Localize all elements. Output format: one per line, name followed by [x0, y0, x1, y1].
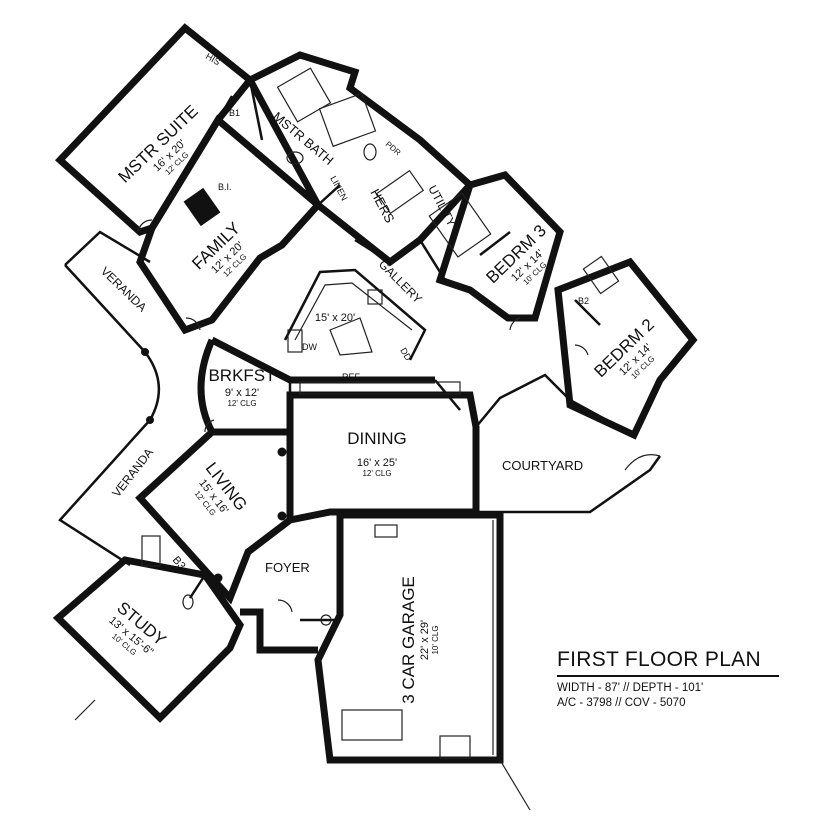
room-living: LIVING 15' x 16' 12' CLG [193, 459, 251, 518]
room-ceiling: 10' CLG [431, 625, 440, 654]
ref-label: REF [342, 372, 361, 382]
courtyard-walls [475, 373, 662, 514]
room-name: BRKFST [208, 366, 275, 385]
courtyard-label: COURTYARD [502, 458, 583, 473]
veranda-top-label: VERANDA [98, 264, 149, 314]
hers-closet-label: HERS [367, 186, 397, 225]
site-lines [74, 699, 531, 811]
pdr-label: PDR [384, 140, 403, 158]
veranda-outlines [58, 230, 161, 567]
room-size: 15' x 20' [315, 312, 355, 324]
room-ceiling: 12' CLG [362, 469, 391, 478]
linen-label: LINEN [328, 174, 349, 202]
room-garage: 3 CAR GARAGE 22' x 29' 10' CLG [399, 576, 440, 704]
bath-fixtures [141, 67, 620, 626]
room-size: 22' x 29' [419, 620, 431, 660]
columns [213, 447, 287, 583]
garage-details [341, 520, 494, 759]
room-brkfst: BRKFST 9' x 12' 12' CLG [208, 366, 275, 408]
title-underline [557, 675, 779, 677]
room-name: DINING [347, 429, 407, 448]
spec-area: A/C - 3798 // COV - 5070 [557, 697, 686, 709]
interior-partitions [188, 79, 601, 622]
kitchen-fixtures [283, 268, 461, 395]
room-study: STUDY 13' x 15'-6" 10' CLG [106, 598, 169, 658]
room-size: 9' x 12' [225, 387, 259, 399]
room-name: 3 CAR GARAGE [399, 576, 418, 704]
room-ceiling: 12' CLG [227, 399, 256, 408]
door-swings [137, 219, 589, 613]
spec-dimensions: WIDTH - 87' // DEPTH - 101' [557, 682, 704, 694]
b2-label: B2 [578, 296, 589, 306]
dd-label: DD [398, 346, 413, 363]
fireplace [183, 187, 221, 227]
room-kitchen: 15' x 20' [315, 312, 355, 324]
built-in-label: B.I. [218, 182, 232, 192]
room-family: FAMILY 12' x 20' 12' CLG [188, 219, 248, 279]
dishwasher-label: DW [302, 342, 317, 352]
foyer-label: FOYER [265, 560, 310, 575]
room-size: 16' x 25' [357, 457, 397, 469]
plan-title: FIRST FLOOR PLAN [557, 648, 761, 671]
gallery-label: GALLERY [376, 257, 425, 306]
room-dining: DINING 16' x 25' 12' CLG [347, 429, 407, 478]
title-block: FIRST FLOOR PLAN WIDTH - 87' // DEPTH - … [557, 648, 797, 711]
b1-label: B1 [229, 108, 240, 118]
